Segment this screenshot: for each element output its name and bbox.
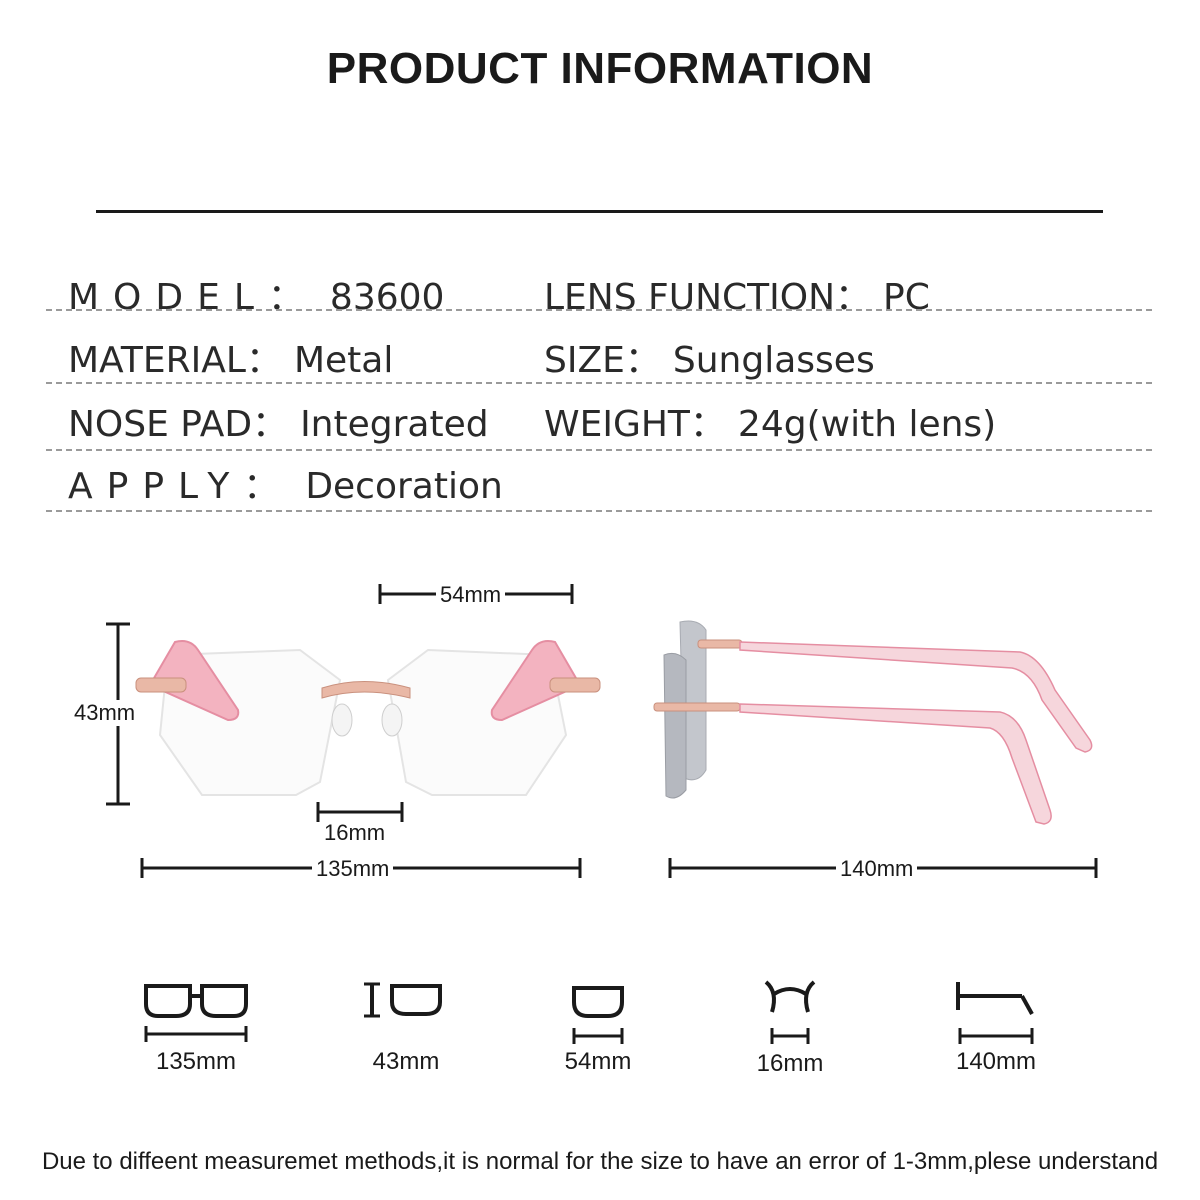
bridge-icon-label: 16mm <box>756 1050 824 1077</box>
spec-lens-function: LENS FUNCTION： PC <box>544 268 930 320</box>
glasses-front-view <box>106 584 601 878</box>
spec-weight-key: WEIGHT： <box>544 404 726 445</box>
bridge-icon <box>764 980 816 1044</box>
spec-size-key: SIZE： <box>544 340 661 381</box>
frame-width-icon <box>144 984 248 1042</box>
lens-height-label: 43mm <box>70 700 140 726</box>
title-divider <box>96 210 1103 213</box>
spec-nose-pad-key: NOSE PAD： <box>68 404 289 445</box>
spec-nose-pad: NOSE PAD： Integrated <box>68 395 489 447</box>
spec-size-value: Sunglasses <box>672 340 875 381</box>
spec-apply-key: APPLY： <box>68 466 294 507</box>
lens-height-icon <box>364 982 442 1018</box>
spec-material: MATERIAL： Metal <box>68 331 393 383</box>
spec-nose-pad-value: Integrated <box>300 404 489 445</box>
bridge-label: 16mm <box>320 820 390 846</box>
glasses-side-view <box>653 620 1098 878</box>
frame-width-label: 135mm <box>312 856 394 882</box>
spec-model: MODEL： 83600 <box>68 268 444 320</box>
spec-divider <box>46 309 1152 311</box>
spec-divider <box>46 382 1152 384</box>
spec-divider <box>46 510 1152 512</box>
temple-icon-label: 140mm <box>955 1048 1037 1075</box>
frame-width-icon-label: 135mm <box>155 1048 237 1075</box>
lens-width-label: 54mm <box>436 582 506 608</box>
temple-length-label: 140mm <box>836 856 918 882</box>
spec-lens-function-value: PC <box>883 277 930 318</box>
spec-model-key: MODEL： <box>68 277 318 318</box>
spec-lens-function-key: LENS FUNCTION： <box>544 277 872 318</box>
page-title: PRODUCT INFORMATION <box>326 44 874 93</box>
spec-material-key: MATERIAL： <box>68 340 282 381</box>
lens-width-icon-label: 54mm <box>564 1048 632 1075</box>
lens-width-icon <box>572 986 624 1044</box>
spec-weight: WEIGHT： 24g(with lens) <box>544 395 996 447</box>
spec-divider <box>46 449 1152 451</box>
spec-apply-value: Decoration <box>305 466 503 507</box>
spec-weight-value: 24g(with lens) <box>737 404 997 445</box>
disclaimer-text: Due to diffeent measuremet methods,it is… <box>41 1148 1159 1175</box>
spec-material-value: Metal <box>293 340 394 381</box>
temple-icon <box>956 982 1034 1044</box>
spec-apply: APPLY： Decoration <box>68 457 503 509</box>
spec-size: SIZE： Sunglasses <box>544 331 875 383</box>
lens-height-icon-label: 43mm <box>372 1048 440 1075</box>
spec-model-value: 83600 <box>329 277 445 318</box>
